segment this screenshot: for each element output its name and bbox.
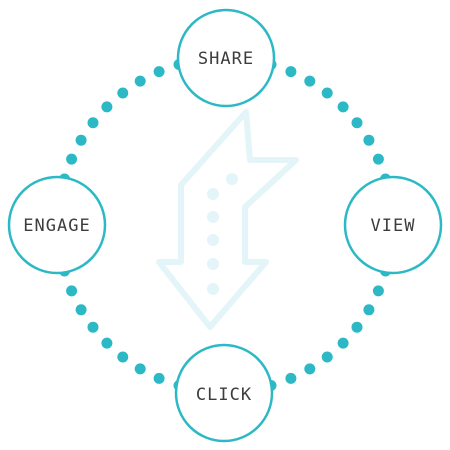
node-engage: ENGAGE bbox=[7, 175, 107, 275]
arc-click-engage-dot bbox=[87, 321, 99, 333]
arc-share-view-dot bbox=[285, 66, 297, 78]
arrow-dot bbox=[207, 234, 219, 246]
arc-click-engage-dot bbox=[134, 363, 146, 375]
arc-view-click-dot bbox=[351, 321, 363, 333]
arc-engage-share-dot bbox=[101, 101, 113, 113]
node-view-circle bbox=[343, 175, 443, 275]
arrow-dot bbox=[207, 283, 219, 295]
arc-click-engage-dot bbox=[66, 285, 78, 297]
node-view-label: VIEW bbox=[371, 216, 416, 236]
node-view: VIEW bbox=[343, 175, 443, 275]
arc-engage-share-dot bbox=[134, 75, 146, 87]
arrow-outline bbox=[156, 109, 299, 330]
arc-engage-share-dot bbox=[117, 87, 129, 99]
arrow-dot bbox=[207, 188, 219, 200]
arc-engage-share-dot bbox=[87, 117, 99, 129]
arc-engage-share-dot bbox=[66, 153, 78, 165]
arc-share-view-dot bbox=[337, 101, 349, 113]
node-click-label: CLICK bbox=[196, 385, 252, 405]
arc-share-view-dot bbox=[321, 87, 333, 99]
arc-click-engage-dot bbox=[117, 351, 129, 363]
arc-view-click-dot bbox=[321, 351, 333, 363]
arc-view-click-dot bbox=[304, 363, 316, 375]
node-click-circle bbox=[174, 343, 274, 443]
arc-view-click-dot bbox=[285, 372, 297, 384]
arc-share-view-dot bbox=[304, 75, 316, 87]
down-arrow-icon bbox=[156, 109, 299, 330]
node-share-label: SHARE bbox=[198, 49, 254, 69]
arc-view-click-dot bbox=[363, 304, 375, 316]
arc-share-view-dot bbox=[363, 134, 375, 146]
arrow-dot bbox=[226, 173, 238, 185]
arc-engage-share-dot bbox=[75, 134, 87, 146]
arc-click-engage-dot bbox=[101, 337, 113, 349]
node-engage-label: ENGAGE bbox=[23, 216, 90, 236]
dotted-ring bbox=[59, 59, 391, 391]
node-share: SHARE bbox=[176, 8, 276, 108]
arc-view-click-dot bbox=[337, 337, 349, 349]
arrow-dot bbox=[207, 211, 219, 223]
arrow-dot bbox=[207, 258, 219, 270]
arc-share-view-dot bbox=[351, 117, 363, 129]
arc-click-engage-dot bbox=[75, 304, 87, 316]
node-share-circle bbox=[176, 8, 276, 108]
arc-engage-share-dot bbox=[153, 66, 165, 78]
node-click: CLICK bbox=[174, 343, 274, 443]
arc-share-view-dot bbox=[372, 153, 384, 165]
arc-view-click-dot bbox=[372, 285, 384, 297]
node-engage-circle bbox=[7, 175, 107, 275]
arc-click-engage-dot bbox=[153, 372, 165, 384]
